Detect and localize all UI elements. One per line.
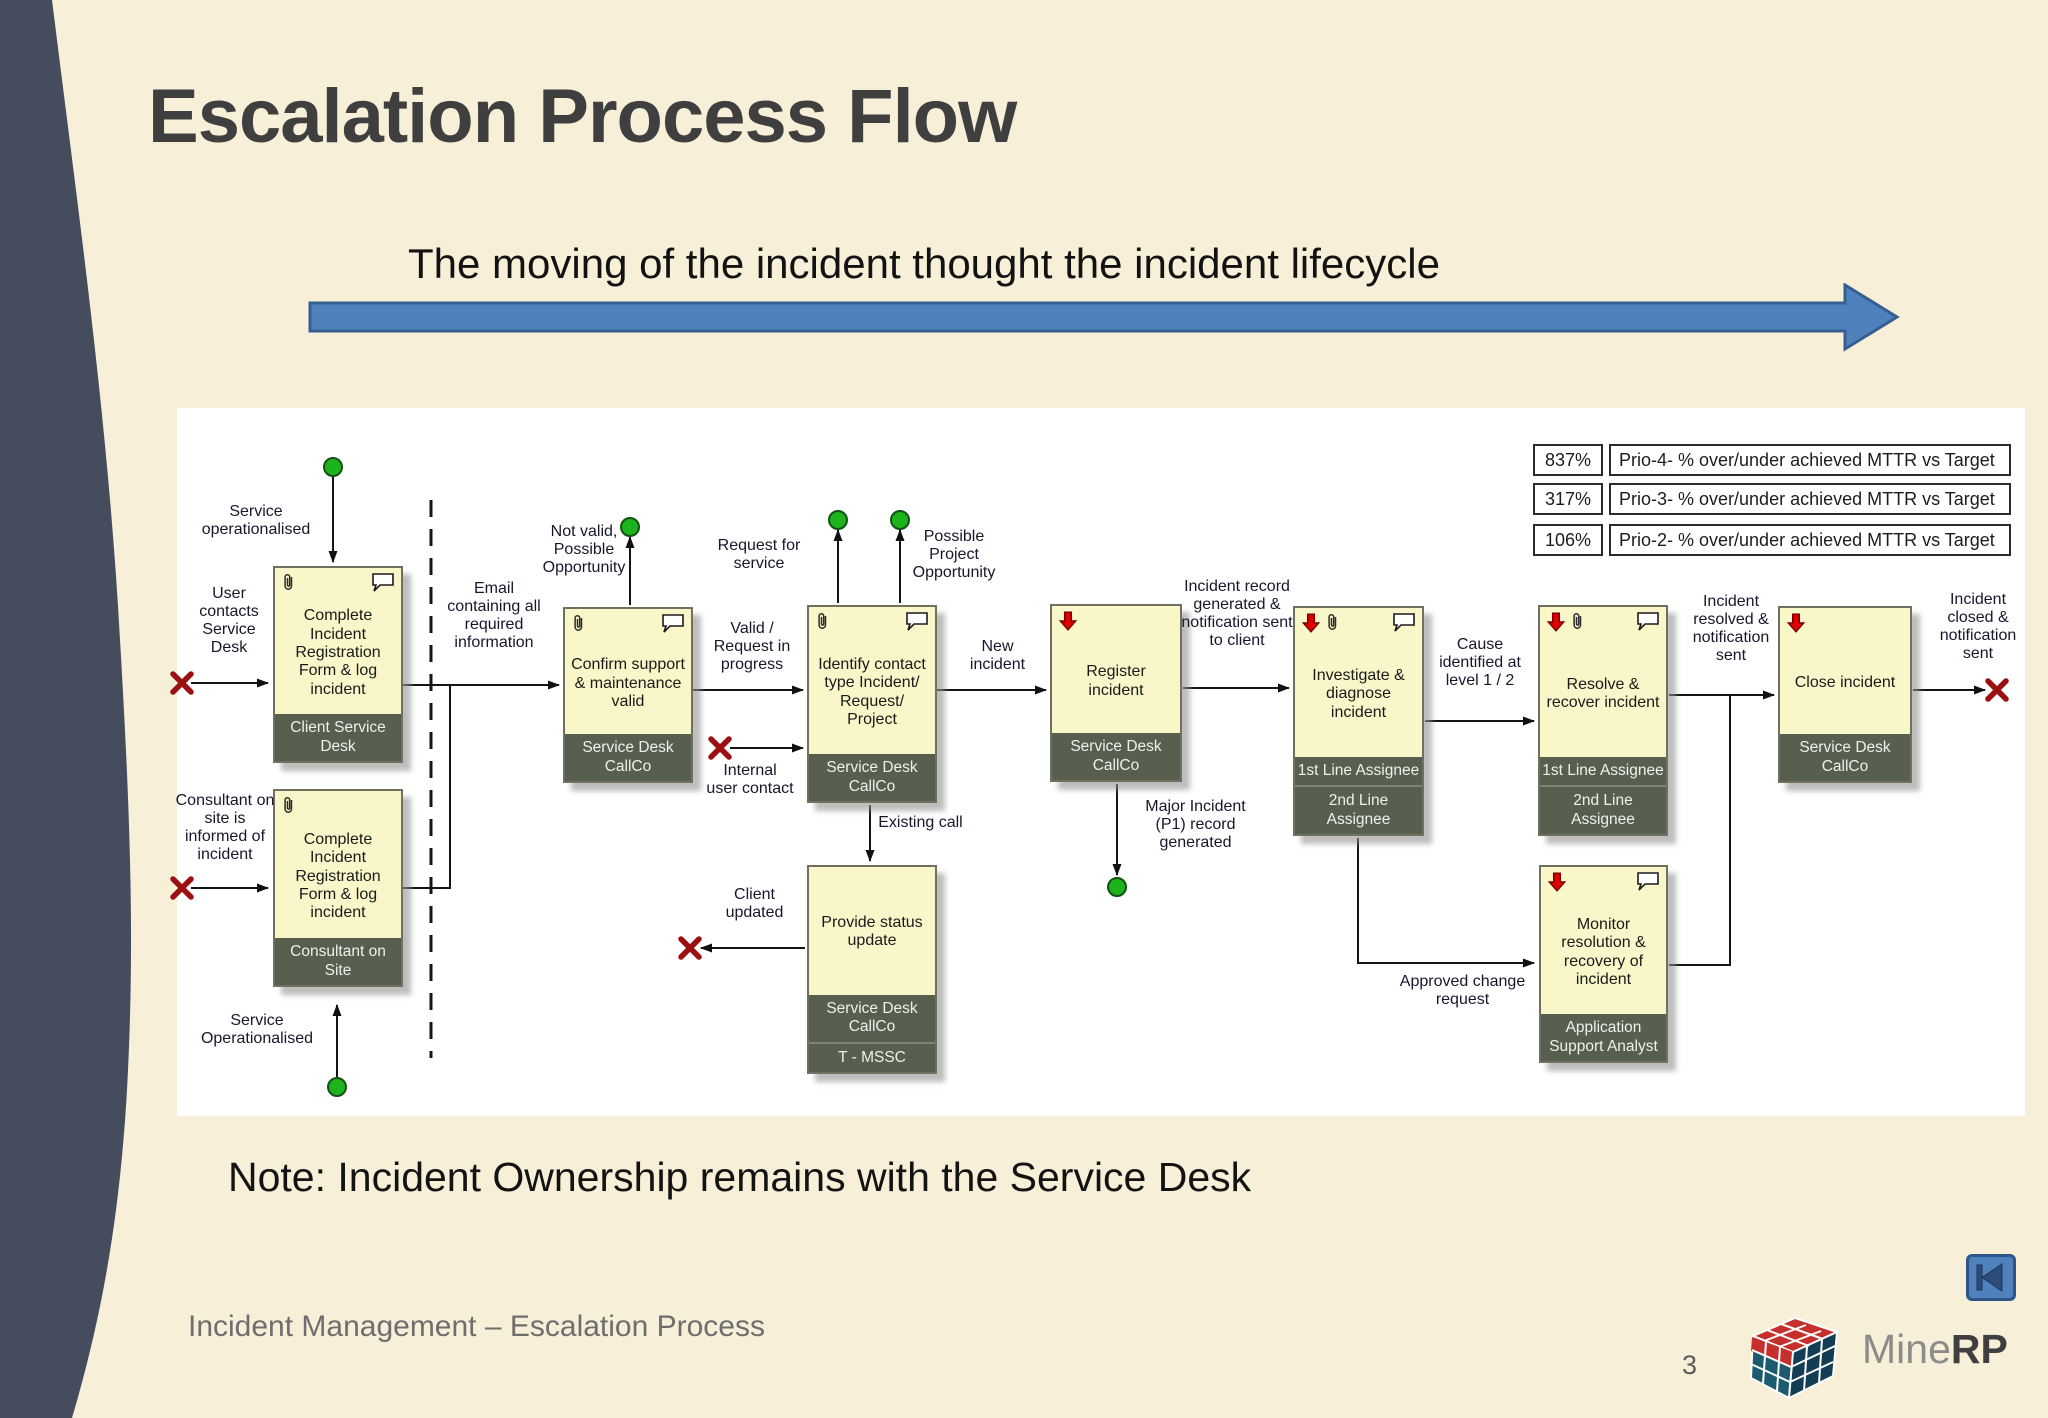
process-box-role: 1st Line Assignee [1540, 757, 1666, 786]
process-box-complete-registration-user: Complete Incident Registration Form & lo… [273, 566, 403, 763]
metric-value: 317% [1533, 483, 1603, 515]
edge-label: Valid / Request in progress [713, 620, 791, 674]
process-box-title: Complete Incident Registration Form & lo… [295, 830, 381, 922]
process-box-role: Service Desk CallCo [1052, 733, 1180, 780]
edge-label: Service Operationalised [200, 1012, 314, 1048]
comment-icon [1636, 611, 1660, 636]
page-title: Escalation Process Flow [148, 73, 1017, 159]
process-box-role: 1st Line Assignee [1295, 757, 1422, 786]
process-box-confirm-support: Confirm support & maintenance valid Serv… [563, 607, 693, 783]
red-down-arrow-icon [1546, 611, 1566, 638]
attachment-icon [1325, 612, 1340, 637]
process-box-title: Resolve & recover incident [1546, 675, 1660, 712]
page-number: 3 [1682, 1350, 1698, 1380]
process-box-role: Service Desk CallCo [1780, 734, 1910, 781]
skip-back-icon [1976, 1263, 2003, 1292]
subtitle-text: The moving of the incident thought the i… [408, 240, 1440, 287]
slide-footer-text: Incident Management – Escalation Process [188, 1310, 765, 1343]
edge-label: Existing call [878, 814, 963, 831]
edge-label: Cause identified at level 1 / 2 [1439, 636, 1521, 690]
comment-icon [661, 613, 685, 638]
lifecycle-arrow [308, 283, 1900, 352]
process-box-role: Client Service Desk [275, 714, 401, 761]
attachment-icon [281, 572, 296, 597]
process-box-role: T - MSSC [809, 1041, 935, 1072]
process-box-title: Monitor resolution & recovery of inciden… [1561, 915, 1646, 989]
edge-label: Client updated [725, 886, 784, 922]
comment-icon [1636, 871, 1660, 896]
process-box-role: Consultant on Site [275, 938, 401, 985]
edge-label: Major Incident (P1) record generated [1145, 798, 1246, 852]
metric-label: Prio-4- % over/under achieved MTTR vs Ta… [1609, 444, 2011, 476]
red-down-arrow-icon [1786, 612, 1806, 639]
metric-label: Prio-3- % over/under achieved MTTR vs Ta… [1609, 483, 2011, 515]
process-box-title: Confirm support & maintenance valid [571, 656, 685, 710]
metric-value: 837% [1533, 444, 1603, 476]
process-box-title: Investigate & diagnose incident [1312, 666, 1405, 721]
metric-label: Prio-2- % over/under achieved MTTR vs Ta… [1609, 524, 2011, 556]
process-box-identify-contact-type: Identify contact type Incident/ Request/… [807, 605, 937, 803]
process-box-register-incident: Register incident Service Desk CallCo [1050, 604, 1182, 782]
back-button[interactable] [1966, 1254, 2016, 1301]
edge-label: User contacts Service Desk [199, 585, 259, 657]
process-box-role: 2nd Line Assignee [1540, 785, 1666, 834]
process-box-role: Service Desk CallCo [809, 754, 935, 801]
metric-value: 106% [1533, 524, 1603, 556]
process-box-title: Provide status update [821, 913, 923, 950]
process-box-title: Complete Incident Registration Form & lo… [295, 607, 381, 698]
edge-label: Incident closed & notification sent [1939, 591, 2017, 663]
edge-label: Approved change request [1399, 973, 1526, 1009]
process-box-close-incident: Close incident Service Desk CallCo [1778, 606, 1912, 783]
edge-label: Request for service [717, 537, 801, 573]
minerp-logo-text: MineRP [1862, 1326, 2008, 1372]
red-down-arrow-icon [1058, 610, 1078, 637]
process-box-role: Application Support Analyst [1541, 1014, 1666, 1061]
red-down-arrow-icon [1301, 612, 1321, 639]
process-box-title: Register incident [1086, 663, 1146, 699]
note-text: Note: Incident Ownership remains with th… [228, 1154, 1252, 1200]
attachment-icon [281, 795, 296, 820]
edge-label: Incident resolved & notification sent [1692, 593, 1770, 665]
process-box-role: 2nd Line Assignee [1295, 785, 1422, 834]
edge-label: New incident [969, 638, 1026, 674]
process-box-complete-registration-consultant: Complete Incident Registration Form & lo… [273, 789, 403, 987]
red-down-arrow-icon [1547, 871, 1567, 898]
edge-label: Not valid, Possible Opportunity [542, 523, 626, 577]
comment-icon [1392, 612, 1416, 637]
edge-label: Possible Project Opportunity [912, 528, 996, 582]
process-box-investigate-diagnose: Investigate & diagnose incident 1st Line… [1293, 606, 1424, 836]
process-box-title: Identify contact type Incident/ Request/… [818, 655, 926, 729]
attachment-icon [571, 613, 586, 638]
edge-label: Incident record generated & notification… [1181, 578, 1293, 650]
attachment-icon [1570, 611, 1585, 636]
comment-icon [905, 611, 929, 636]
process-box-monitor-resolution: Monitor resolution & recovery of inciden… [1539, 865, 1668, 1063]
edge-label: Internal user contact [706, 762, 794, 798]
comment-icon [371, 572, 395, 597]
process-box-provide-status-update: Provide status update Service Desk CallC… [807, 865, 937, 1074]
edge-label: Consultant on site is informed of incide… [175, 792, 275, 864]
edge-label: Service operationalised [201, 503, 311, 539]
process-box-resolve-recover: Resolve & recover incident 1st Line Assi… [1538, 605, 1668, 836]
process-box-title: Close incident [1794, 674, 1896, 692]
attachment-icon [815, 611, 830, 636]
process-box-role: Service Desk CallCo [565, 734, 691, 781]
process-box-role: Service Desk CallCo [809, 995, 935, 1042]
minerp-logo [1749, 1316, 1840, 1400]
edge-label: Email containing all required informatio… [447, 580, 541, 652]
